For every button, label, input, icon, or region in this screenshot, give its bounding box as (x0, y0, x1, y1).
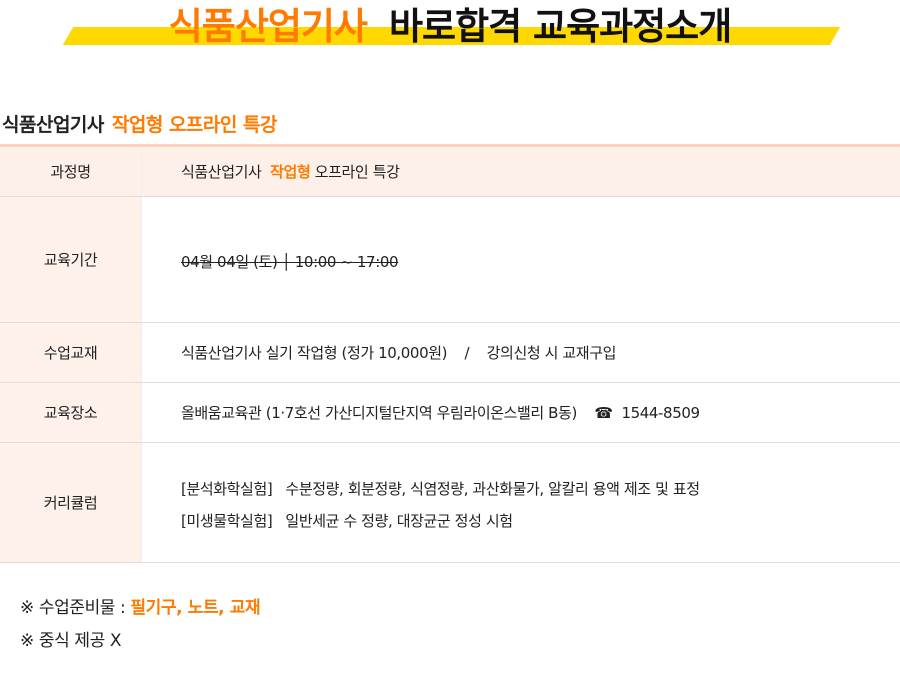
row-label: 교육장소 (0, 382, 142, 443)
curriculum-value: [분석화학실험] 수분정량, 회분정량, 식염정량, 과산화물가, 알칼리 용액… (141, 442, 900, 563)
meal-note: ※ 중식 제공 X (20, 631, 122, 651)
table-row: 교육기간 04월 04일 (토) │ 10:00 ~ 17:00 (0, 196, 900, 323)
prep-note: ※ 수업준비물 : 필기구, 노트, 교재 (20, 598, 261, 618)
phone-number: 1544-8509 (621, 404, 700, 422)
row-label: 수업교재 (0, 322, 142, 383)
notes: ※ 수업준비물 : 필기구, 노트, 교재 ※ 중식 제공 X (20, 592, 261, 658)
course-info-table: 과정명 식품산업기사 작업형 오프라인 특강 교육기간 04월 04일 (토) … (0, 144, 900, 563)
table-row: 수업교재 식품산업기사 실기 작업형 (정가 10,000원) / 강의신청 시… (0, 322, 900, 383)
row-label: 과정명 (0, 144, 142, 197)
period-value: 04월 04일 (토) │ 10:00 ~ 17:00 (141, 196, 900, 323)
curriculum-line: [분석화학실험] 수분정량, 회분정량, 식염정량, 과산화물가, 알칼리 용액… (181, 479, 700, 498)
phone-icon: ☎ (594, 404, 613, 422)
location-value: 올배움교육관 (1·7호선 가산디지털단지역 우림라이온스밸리 B동) ☎ 15… (141, 382, 900, 443)
textbook-value: 식품산업기사 실기 작업형 (정가 10,000원) / 강의신청 시 교재구입 (141, 322, 900, 383)
table-row: 과정명 식품산업기사 작업형 오프라인 특강 (0, 144, 900, 197)
curriculum-line: [미생물학실험] 일반세균 수 정량, 대장균군 정성 시험 (181, 511, 513, 530)
row-label: 교육기간 (0, 196, 142, 323)
row-label: 커리큘럼 (0, 442, 142, 563)
course-name-value: 식품산업기사 작업형 오프라인 특강 (141, 144, 900, 197)
table-row: 교육장소 올배움교육관 (1·7호선 가산디지털단지역 우림라이온스밸리 B동)… (0, 382, 900, 443)
table-row: 커리큘럼 [분석화학실험] 수분정량, 회분정량, 식염정량, 과산화물가, 알… (0, 442, 900, 563)
